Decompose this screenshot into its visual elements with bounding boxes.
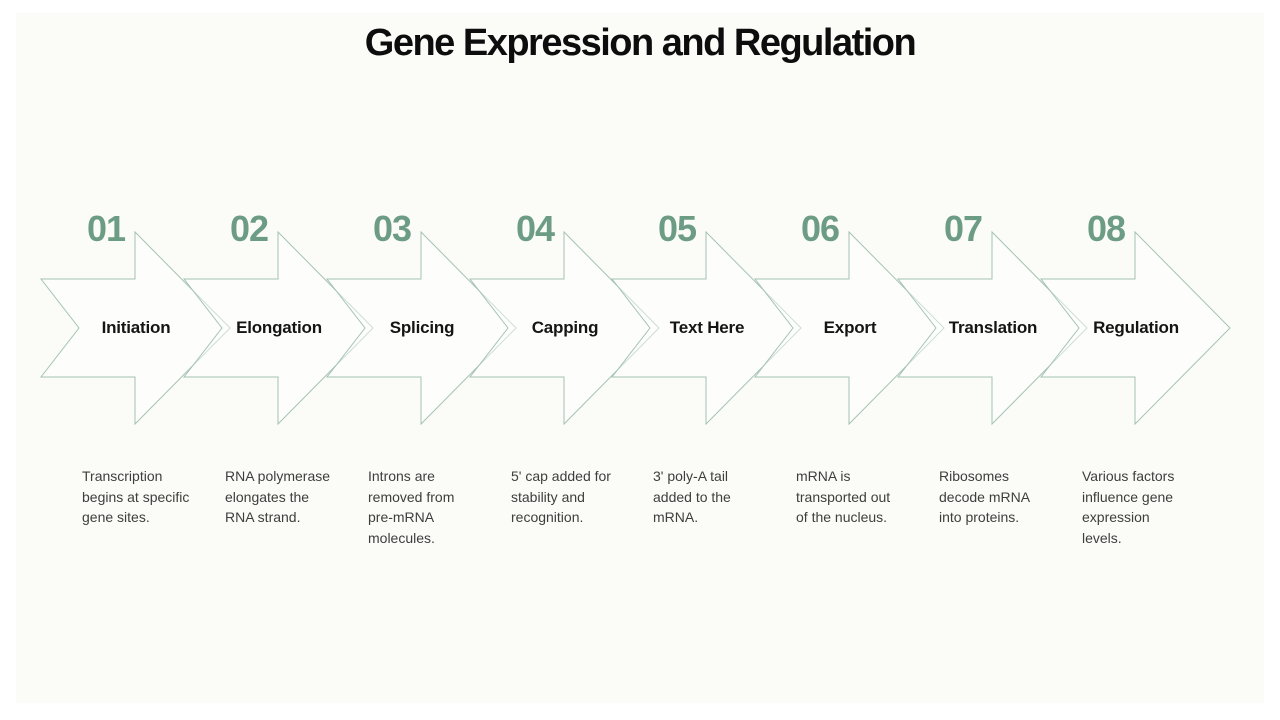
step-number: 02 xyxy=(229,208,269,249)
step-description: Various factors influence gene expressio… xyxy=(1082,468,1175,546)
process-step-3: 03 Splicing Introns are removed from pre… xyxy=(325,208,518,564)
chevron-arrow-icon xyxy=(753,230,945,426)
step-label: Regulation xyxy=(1093,318,1179,337)
chevron-arrow-icon xyxy=(39,230,231,426)
step-description: Introns are removed from pre-mRNA molecu… xyxy=(368,468,455,546)
process-step-8: 08 Regulation Various factors influence … xyxy=(1039,208,1232,564)
chevron-arrow-icon xyxy=(896,230,1088,426)
step-description: RNA polymerase elongates the RNA strand. xyxy=(225,468,331,525)
step-description: Transcription begins at specific gene si… xyxy=(82,468,190,525)
step-label: Elongation xyxy=(236,318,322,337)
step-label: Text Here xyxy=(669,318,745,337)
slide-title: Gene Expression and Regulation xyxy=(364,22,917,64)
chevron-arrow-icon xyxy=(610,230,802,426)
step-label: Export xyxy=(823,318,877,337)
step-description: 3' poly-A tail added to the mRNA. xyxy=(653,468,731,525)
step-label: Capping xyxy=(531,318,599,337)
step-number: 04 xyxy=(515,208,555,249)
chevron-arrow-icon xyxy=(182,230,374,426)
step-description: mRNA is transported out of the nucleus. xyxy=(796,468,891,525)
step-number: 05 xyxy=(657,208,697,249)
step-label: Translation xyxy=(948,318,1038,337)
step-number: 01 xyxy=(86,208,126,249)
process-step-1: 01 Initiation Transcription begins at sp… xyxy=(39,208,232,564)
process-step-2: 02 Elongation RNA polymerase elongates t… xyxy=(182,208,375,564)
step-label: Splicing xyxy=(389,318,455,337)
step-number: 08 xyxy=(1086,208,1126,249)
step-label: Initiation xyxy=(101,318,171,337)
step-number: 06 xyxy=(800,208,840,249)
chevron-arrow-icon xyxy=(325,230,517,426)
process-step-7: 07 Translation Ribosomes decode mRNA int… xyxy=(896,208,1089,564)
chevron-arrow-icon xyxy=(468,230,660,426)
step-number: 07 xyxy=(943,208,983,249)
step-number: 03 xyxy=(372,208,412,249)
step-description: 5' cap added for stability and recogniti… xyxy=(511,468,611,525)
process-step-6: 06 Export mRNA is transported out of the… xyxy=(753,208,946,564)
process-step-4: 04 Capping 5' cap added for stability an… xyxy=(468,208,661,564)
chevron-arrow-icon xyxy=(1039,230,1231,426)
step-description: Ribosomes decode mRNA into proteins. xyxy=(939,468,1030,525)
process-step-5: 05 Text Here 3' poly-A tail added to the… xyxy=(610,208,803,564)
